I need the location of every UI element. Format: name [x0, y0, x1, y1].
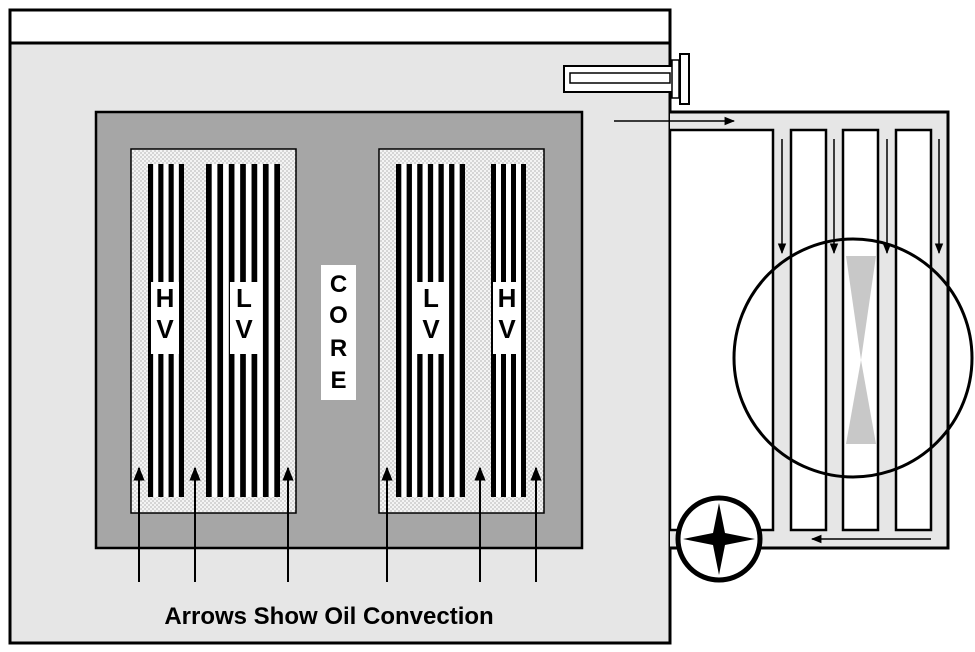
right-hv-letter-2: V: [498, 314, 516, 344]
left-lv-label-box: [230, 282, 258, 354]
winding-stripe: [274, 164, 280, 497]
convection-arrows: [133, 466, 542, 582]
right-lv-letter-2: V: [422, 314, 440, 344]
radiator: [668, 110, 950, 550]
left-hv-letter-1: H: [156, 283, 175, 313]
tank-lid: [8, 8, 672, 45]
core-letter-4: E: [330, 367, 346, 394]
left-hv-letter-2: V: [156, 314, 174, 344]
radiator-tube: [789, 128, 828, 532]
winding-stripe: [178, 164, 184, 497]
caption: Arrows Show Oil Convection: [164, 603, 493, 630]
right-lv-label-box: [417, 282, 445, 354]
core-letter-3: R: [330, 335, 347, 362]
winding-stripe: [406, 164, 412, 497]
radiator-tube: [894, 128, 933, 532]
hourglass-fan-icon: [732, 237, 974, 479]
winding-stripe: [206, 164, 212, 497]
right-lv-letter-1: L: [423, 283, 439, 313]
winding-stripe: [217, 164, 224, 497]
winding-stripe: [262, 164, 269, 497]
fan-circle: [732, 237, 974, 479]
winding-stripe: [521, 164, 526, 497]
thermometer-icon: [563, 53, 690, 105]
core-letter-1: C: [330, 271, 347, 298]
radiator-flow-arrows: [614, 116, 944, 544]
winding-stripe: [459, 164, 465, 497]
core-label-box: [321, 265, 356, 400]
left-hv-label-box: [151, 282, 179, 354]
right-hv-label-box: [493, 282, 521, 354]
winding-stripe: [396, 164, 402, 497]
winding-stripe: [148, 164, 154, 497]
four-point-star-pump-icon: [675, 495, 763, 583]
core-letter-2: O: [329, 302, 348, 329]
right-hv-letter-1: H: [498, 283, 517, 313]
left-lv-letter-2: V: [235, 314, 253, 344]
radiator-return-tube: [668, 128, 775, 532]
left-lv-letter-1: L: [236, 283, 252, 313]
winding-stripe: [449, 164, 455, 497]
